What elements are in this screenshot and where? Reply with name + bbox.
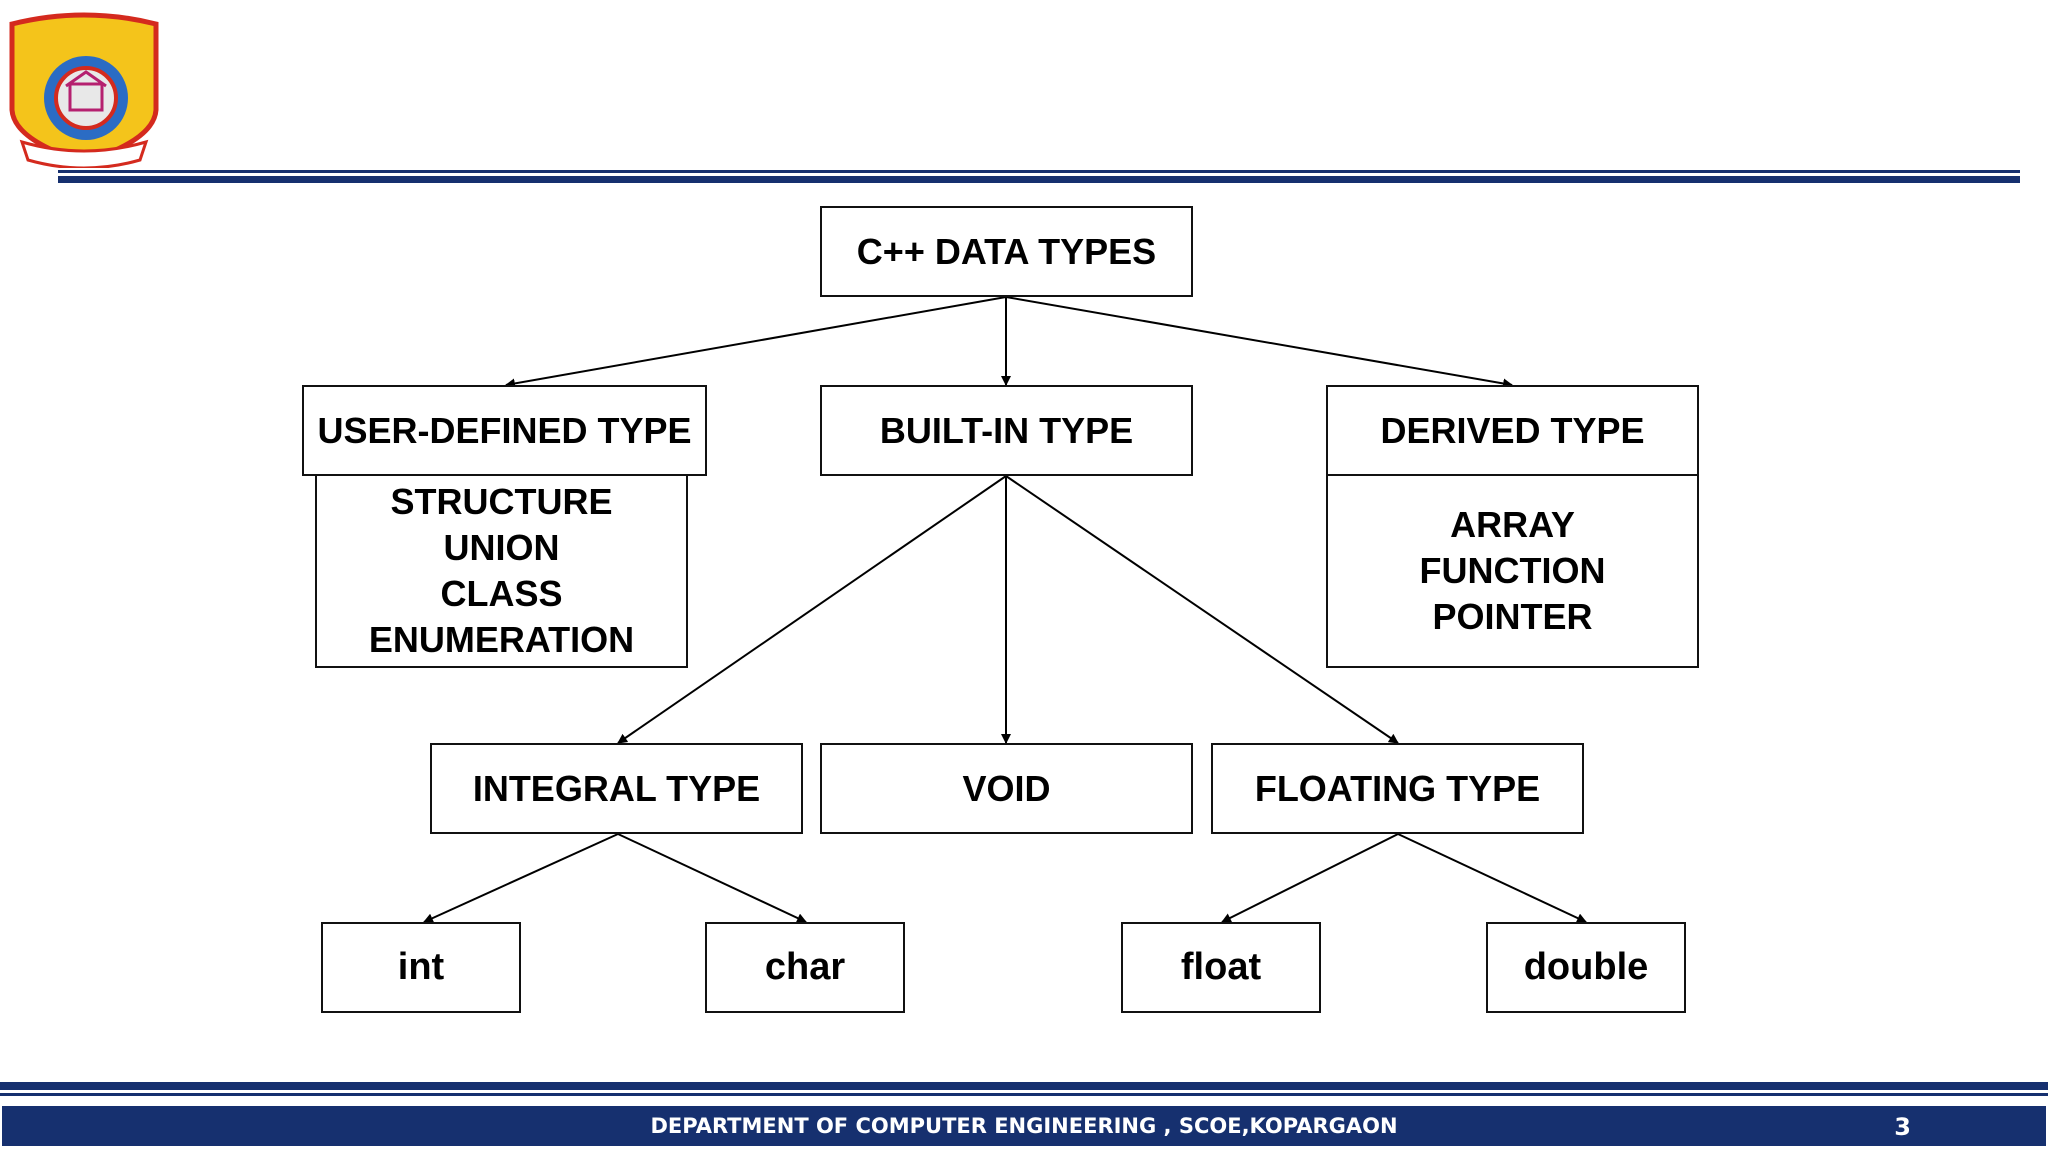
footer-bar: DEPARTMENT OF COMPUTER ENGINEERING , SCO… — [2, 1106, 2046, 1146]
arrow-integral-to-int — [423, 833, 619, 923]
header-rule-thin — [58, 170, 2020, 173]
built-in-node: BUILT-IN TYPE — [820, 385, 1193, 476]
float-label: float — [1180, 946, 1262, 988]
list-item: ARRAY — [1450, 504, 1575, 545]
list-item: CLASS — [440, 573, 563, 614]
arrow-built-in-to-floating — [1005, 475, 1399, 744]
header-rule-thick — [58, 176, 2020, 183]
user-defined-list: STRUCTURE UNION CLASS ENUMERATION — [315, 476, 688, 668]
footer-rule-thin — [0, 1093, 2048, 1096]
derived-label: DERIVED TYPE — [1380, 409, 1645, 451]
arrow-root-to-derived — [1005, 296, 1513, 389]
user-defined-label: USER-DEFINED TYPE — [317, 409, 692, 451]
list-item: ENUMERATION — [368, 619, 635, 660]
list-item: FUNCTION — [1419, 550, 1606, 591]
derived-node: DERIVED TYPE — [1326, 385, 1699, 476]
college-emblem-icon — [9, 12, 159, 170]
void-label: VOID — [962, 767, 1051, 809]
built-in-label: BUILT-IN TYPE — [879, 409, 1134, 451]
arrow-floating-to-float — [1221, 833, 1399, 923]
int-node: int — [321, 922, 521, 1013]
double-node: double — [1486, 922, 1686, 1013]
arrow-integral-to-char — [617, 833, 807, 923]
list-item: POINTER — [1432, 596, 1593, 637]
arrow-root-to-user-defined — [505, 296, 1007, 389]
user-defined-node: USER-DEFINED TYPE — [302, 385, 707, 476]
char-label: char — [764, 946, 846, 988]
integral-label: INTEGRAL TYPE — [472, 767, 761, 809]
arrow-floating-to-double — [1397, 833, 1587, 923]
floating-label: FLOATING TYPE — [1254, 767, 1541, 809]
footer-department-text: DEPARTMENT OF COMPUTER ENGINEERING , SCO… — [650, 1114, 1398, 1138]
void-node: VOID — [820, 743, 1193, 834]
list-item: UNION — [443, 527, 560, 568]
page-number: 3 — [1894, 1113, 1911, 1141]
arrow-built-in-to-integral — [617, 475, 1007, 744]
root-label: C++ DATA TYPES — [856, 230, 1157, 272]
char-node: char — [705, 922, 905, 1013]
int-label: int — [397, 946, 445, 988]
footer-rule-thick — [0, 1082, 2048, 1090]
floating-node: FLOATING TYPE — [1211, 743, 1584, 834]
college-logo — [4, 10, 164, 170]
integral-node: INTEGRAL TYPE — [430, 743, 803, 834]
float-node: float — [1121, 922, 1321, 1013]
root-node: C++ DATA TYPES — [820, 206, 1193, 297]
derived-list: ARRAY FUNCTION POINTER — [1326, 476, 1699, 668]
list-item: STRUCTURE — [390, 481, 613, 522]
double-label: double — [1523, 946, 1649, 988]
